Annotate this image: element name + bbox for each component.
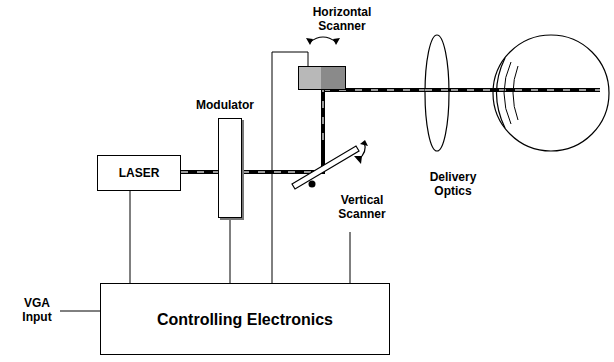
rotation-arrow-heads <box>354 140 368 164</box>
mirror <box>292 146 359 189</box>
wire-line <box>230 218 231 283</box>
laser-beam <box>242 172 288 173</box>
node-label: Vertical Scanner <box>332 193 392 221</box>
beam-line <box>181 170 218 174</box>
laser-beam <box>181 172 218 173</box>
control-wire <box>350 232 351 283</box>
wire-line <box>350 232 351 283</box>
node-label: Horizontal Scanner <box>306 5 378 33</box>
laser-beam-pattern <box>425 89 449 91</box>
rotation-arrow-heads <box>306 38 340 45</box>
laser-beam <box>323 90 324 140</box>
laser-node: LASER <box>97 155 181 191</box>
laser-beam-pattern <box>323 89 600 91</box>
beam-pattern <box>322 90 324 140</box>
input-wire <box>60 311 100 312</box>
beam-pattern <box>181 171 218 173</box>
modulator-node: Modulator <box>218 118 242 218</box>
laser-beam <box>425 88 449 92</box>
node-label: Controlling Electronics <box>157 310 333 329</box>
beam-line <box>321 90 325 140</box>
node-label: LASER <box>119 166 160 180</box>
scanner-face <box>321 67 345 89</box>
pivot <box>309 181 316 188</box>
cornea-inner <box>504 62 511 124</box>
eye-lens <box>513 66 518 120</box>
beam-line <box>242 170 288 174</box>
wire-line <box>130 191 131 283</box>
optics-label: Delivery Optics <box>418 170 488 198</box>
eyeball <box>493 35 609 151</box>
node-label: Modulator <box>196 98 254 112</box>
beam-pattern <box>242 171 288 173</box>
hscan-node: Horizontal Scanner <box>298 66 346 90</box>
laser-beam <box>323 88 600 92</box>
ctrl-node: Controlling Electronics <box>100 283 390 355</box>
lens <box>425 35 449 151</box>
vscan-node: Vertical Scanner <box>288 140 398 232</box>
control-wire <box>230 218 231 283</box>
control-wire <box>130 191 131 283</box>
input-label: VGA Input <box>14 296 60 324</box>
rotation-arrow <box>310 37 336 42</box>
